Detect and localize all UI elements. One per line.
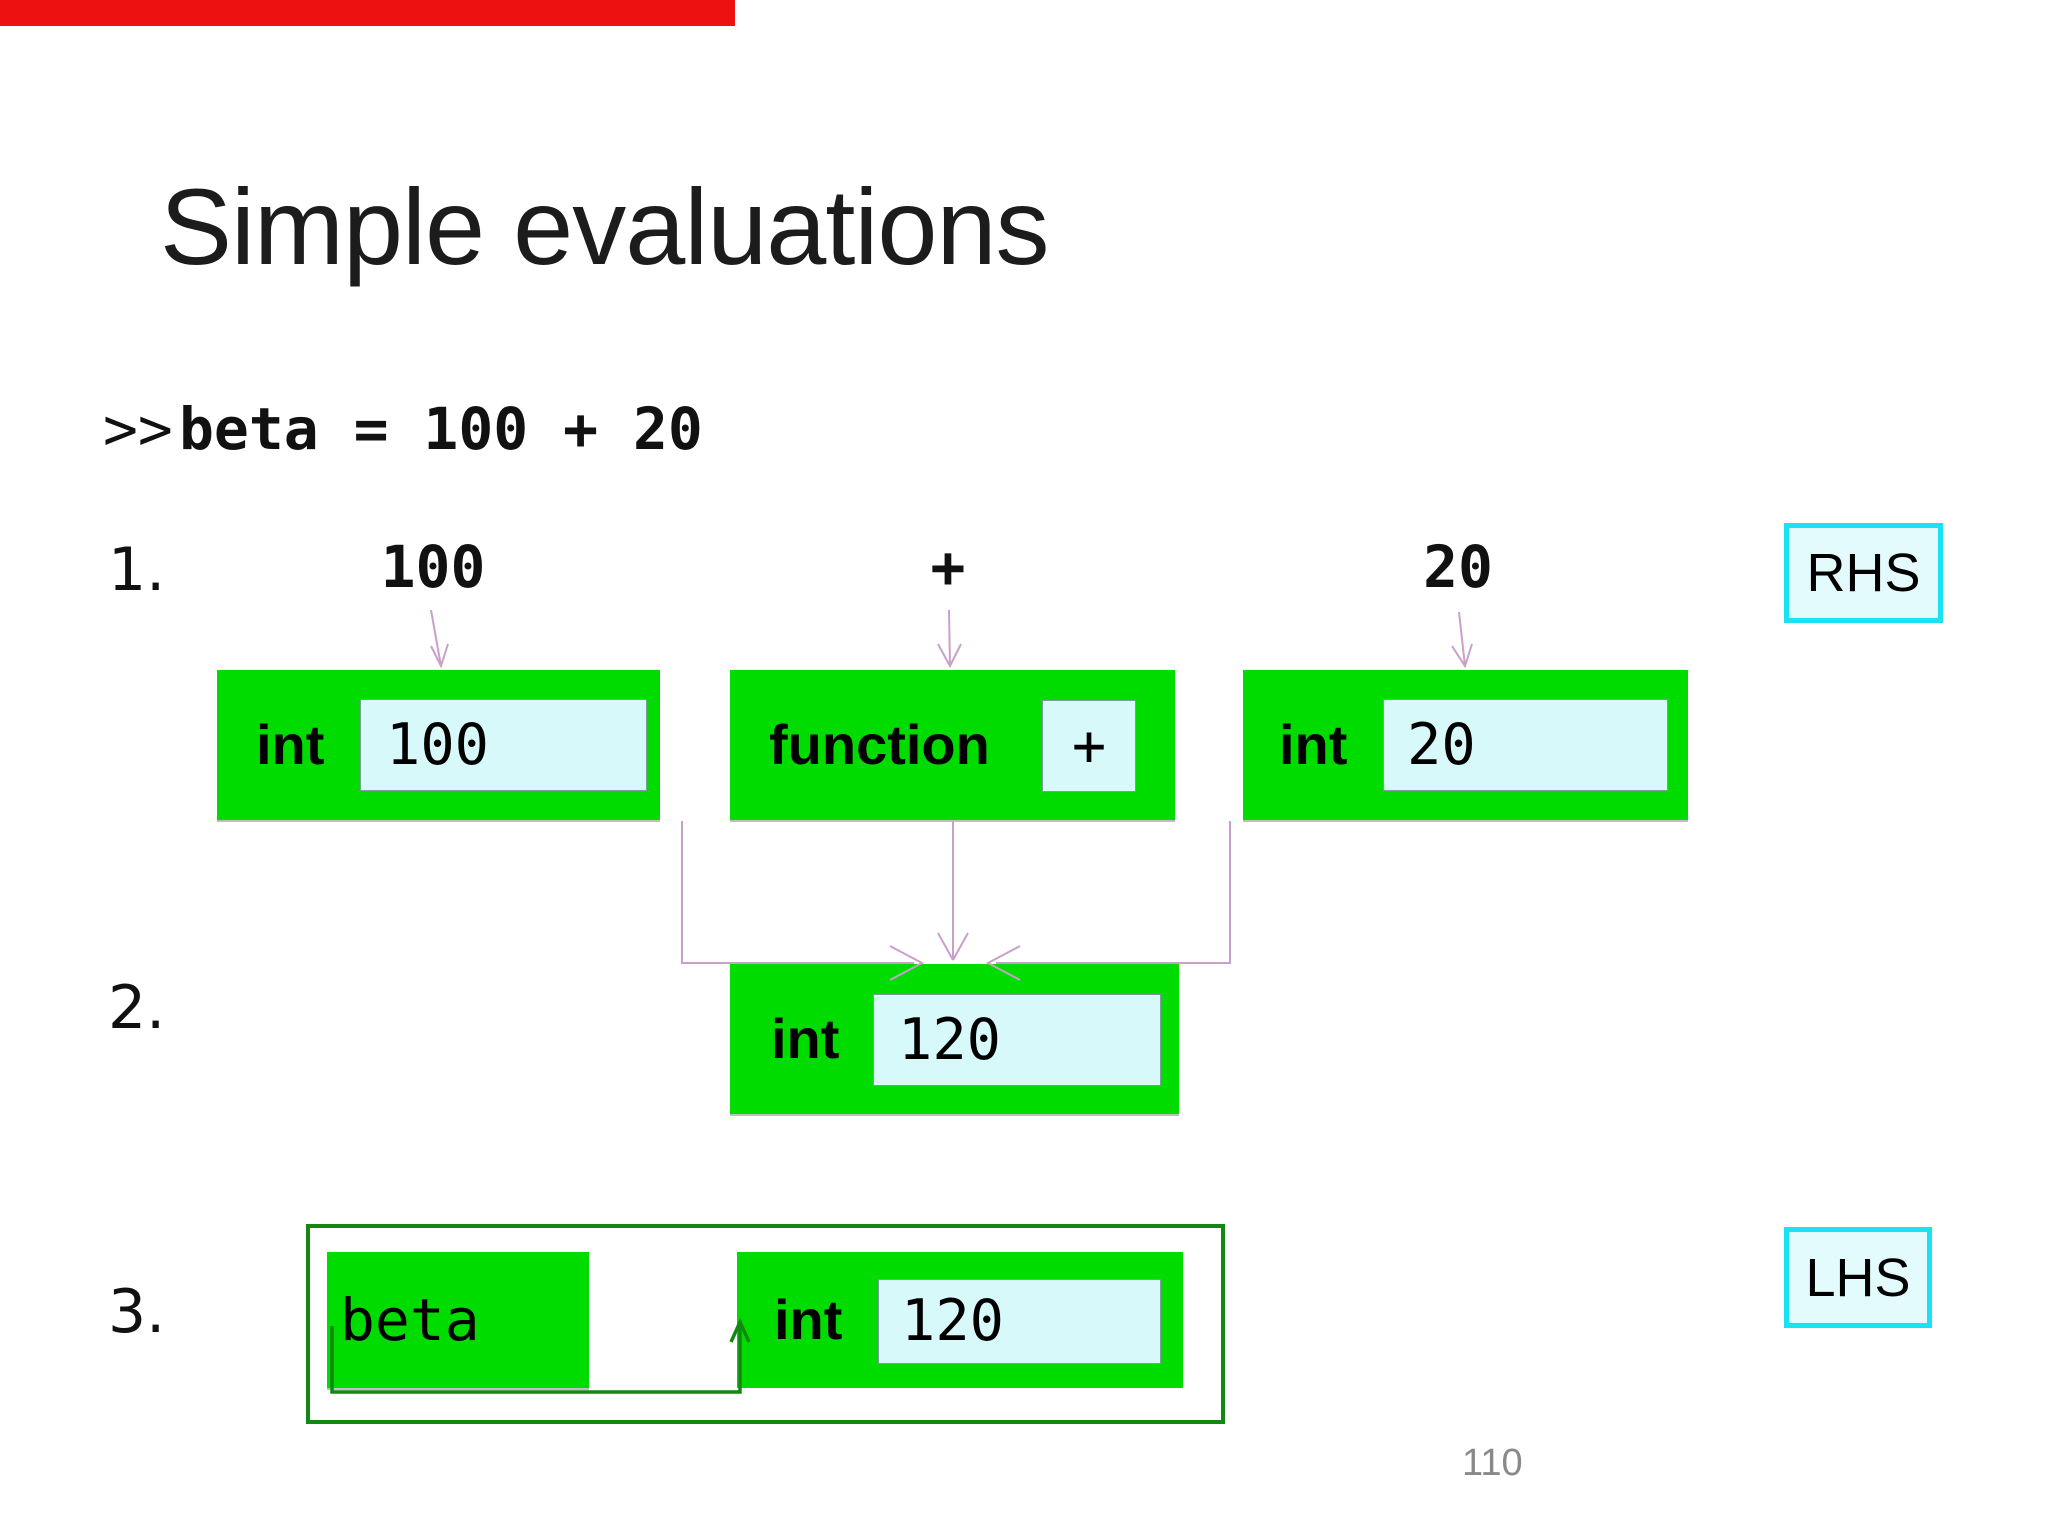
- variable-box-beta: beta: [327, 1252, 589, 1388]
- step-2-number: 2.: [108, 973, 166, 1043]
- operand-label-20: 20: [1423, 533, 1493, 601]
- connector-center-arrow: [937, 821, 969, 961]
- operand-label-plus: +: [930, 533, 966, 601]
- type-label-function: function: [769, 713, 990, 776]
- type-label-int: int: [774, 1288, 843, 1351]
- variable-name-beta: beta: [340, 1286, 480, 1354]
- step-1-number: 1.: [108, 535, 166, 605]
- type-label-int: int: [256, 713, 325, 776]
- value-field-120: 120: [878, 1279, 1161, 1364]
- arrow-100-to-box: [430, 609, 449, 669]
- connector-left-elbow: [681, 821, 925, 981]
- step-3-number: 3.: [108, 1277, 166, 1347]
- value-field-plus: +: [1042, 700, 1136, 792]
- rhs-label: RHS: [1784, 523, 1943, 623]
- lhs-label-text: LHS: [1805, 1247, 1911, 1308]
- connector-right-elbow: [985, 821, 1231, 981]
- arrow-plus-to-box: [937, 609, 962, 669]
- value-box-int-100: int 100: [217, 670, 660, 820]
- value-box-int-20: int 20: [1243, 670, 1688, 820]
- type-label-int: int: [771, 1007, 840, 1070]
- slide-title: Simple evaluations: [160, 166, 1050, 287]
- value-field-120: 120: [873, 994, 1161, 1086]
- arrow-20-to-box: [1451, 611, 1473, 669]
- code-statement: beta = 100 + 20: [179, 395, 703, 463]
- type-label-int: int: [1279, 713, 1348, 776]
- value-box-function-plus: function +: [730, 670, 1175, 820]
- operand-label-100: 100: [380, 533, 486, 601]
- rhs-label-text: RHS: [1806, 543, 1921, 603]
- lhs-label: LHS: [1784, 1227, 1932, 1328]
- result-box-int-120: int 120: [730, 964, 1179, 1114]
- value-field-100: 100: [360, 699, 647, 791]
- value-field-20: 20: [1383, 699, 1668, 791]
- video-progress-bar: [0, 0, 735, 26]
- code-prompt: >>: [103, 395, 173, 463]
- page-number: 110: [1462, 1442, 1523, 1484]
- assigned-box-int-120: int 120: [737, 1252, 1183, 1388]
